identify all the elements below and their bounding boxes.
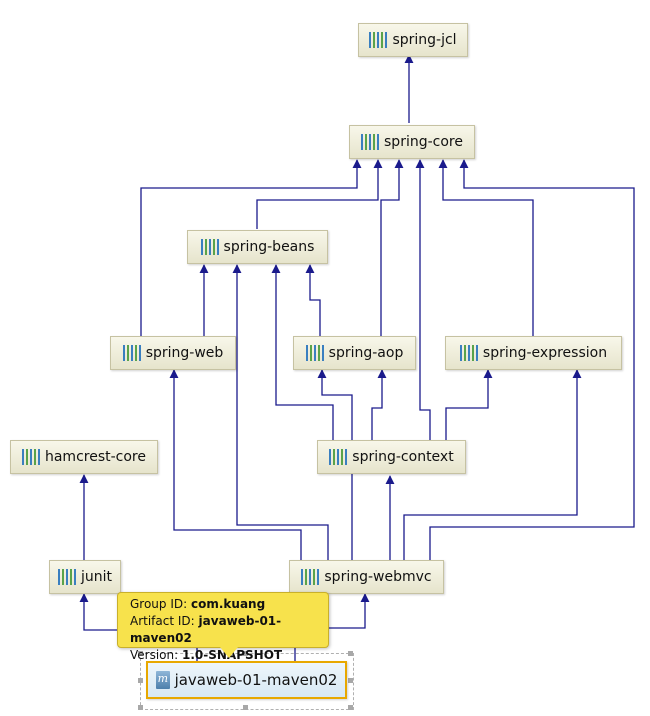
tooltip-artifact-row: Artifact ID: javaweb-01-maven02 (130, 613, 316, 647)
edge-context-beans (271, 264, 334, 440)
node-spring-context[interactable]: spring-context (317, 440, 466, 474)
tooltip-version-label: Version: (130, 648, 179, 662)
node-label: spring-context (352, 449, 454, 465)
edge-context-aop (371, 369, 387, 440)
tooltip-artifact-label: Artifact ID: (130, 614, 195, 628)
edge-aop-beans (305, 264, 321, 336)
tooltip-group-label: Group ID: (130, 597, 188, 611)
edge-webmvc-web (169, 369, 302, 560)
node-label: spring-jcl (392, 32, 457, 48)
node-spring-core[interactable]: spring-core (349, 125, 475, 159)
node-hamcrest-core[interactable]: hamcrest-core (10, 440, 158, 474)
library-bars-icon (361, 134, 380, 150)
tooltip-artifact-value: javaweb-01-maven02 (130, 614, 282, 645)
library-bars-icon (21, 449, 40, 465)
node-label: spring-expression (482, 345, 608, 361)
library-bars-icon (329, 449, 348, 465)
node-label: spring-webmvc (324, 569, 432, 585)
edge-context-expression (445, 369, 493, 440)
resize-handle[interactable] (243, 651, 248, 656)
node-spring-jcl[interactable]: spring-jcl (358, 23, 468, 57)
node-spring-webmvc[interactable]: spring-webmvc (289, 560, 444, 594)
resize-handle[interactable] (138, 651, 143, 656)
node-javaweb-01-maven02[interactable]: javaweb-01-maven02 (146, 661, 347, 699)
edge-web-core (140, 159, 362, 336)
resize-handle[interactable] (348, 678, 353, 683)
node-spring-expression[interactable]: spring-expression (445, 336, 622, 370)
node-label: spring-core (384, 134, 463, 150)
library-bars-icon (369, 32, 388, 48)
node-spring-beans[interactable]: spring-beans (187, 230, 328, 264)
tooltip-group-value: com.kuang (191, 597, 266, 611)
node-label: hamcrest-core (44, 449, 146, 465)
node-spring-aop[interactable]: spring-aop (293, 336, 416, 370)
edge-beans-core (256, 159, 383, 229)
library-bars-icon (122, 345, 141, 361)
node-junit[interactable]: junit (49, 560, 121, 594)
resize-handle[interactable] (138, 678, 143, 683)
edge-aop-core (380, 159, 404, 336)
node-label: javaweb-01-maven02 (174, 671, 338, 689)
edge-webmvc-beans (232, 264, 329, 560)
edge-webmvc-expression (403, 369, 582, 560)
node-label: spring-beans (223, 239, 315, 255)
resize-handle[interactable] (348, 705, 353, 710)
tooltip-group-row: Group ID: com.kuang (130, 596, 316, 613)
node-label: junit (80, 569, 112, 585)
maven-module-icon (155, 671, 170, 689)
edge-context-core (415, 159, 431, 440)
resize-handle[interactable] (348, 651, 353, 656)
node-label: spring-aop (328, 345, 404, 361)
edge-expression-core (438, 159, 534, 336)
tooltip-pointer (220, 647, 238, 658)
library-bars-icon (57, 569, 76, 585)
library-bars-icon (459, 345, 478, 361)
edge-webmvc-core (429, 159, 635, 560)
library-bars-icon (301, 569, 320, 585)
library-bars-icon (200, 239, 219, 255)
node-spring-web[interactable]: spring-web (110, 336, 236, 370)
resize-handle[interactable] (243, 705, 248, 710)
resize-handle[interactable] (138, 705, 143, 710)
edge-webmvc-aop (317, 369, 353, 560)
node-label: spring-web (145, 345, 224, 361)
library-bars-icon (305, 345, 324, 361)
artifact-tooltip: Group ID: com.kuang Artifact ID: javaweb… (117, 592, 329, 662)
